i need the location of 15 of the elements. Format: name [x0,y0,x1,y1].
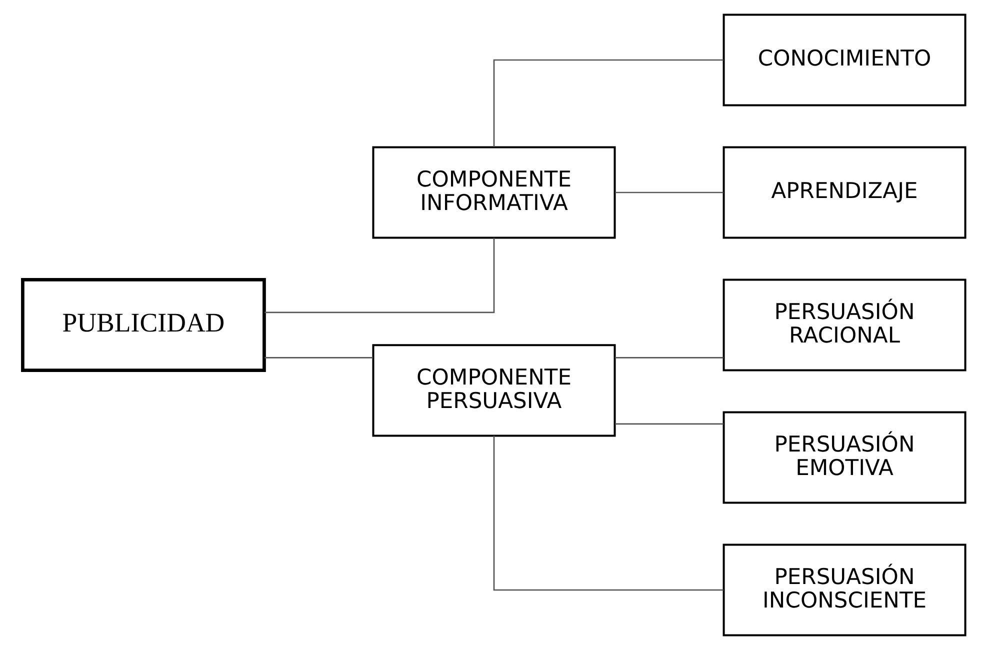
connector [614,192,723,194]
node-box: PERSUASIÓN RACIONAL [722,278,966,372]
connector [492,436,723,591]
node-box: CONOCIMIENTO [722,14,966,106]
connector [492,59,723,147]
node-box: PUBLICIDAD [20,278,266,372]
connector [264,238,494,314]
node-box: COMPONENTE INFORMATIVA [372,146,616,239]
node-box: APRENDIZAJE [722,146,966,239]
node-box: PERSUASIÓN EMOTIVA [722,411,966,504]
connector [614,357,723,358]
connector [264,357,372,358]
node-box: PERSUASIÓN INCONSCIENTE [722,544,966,636]
connector [614,423,723,425]
node-box: COMPONENTE PERSUASIVA [372,344,616,437]
